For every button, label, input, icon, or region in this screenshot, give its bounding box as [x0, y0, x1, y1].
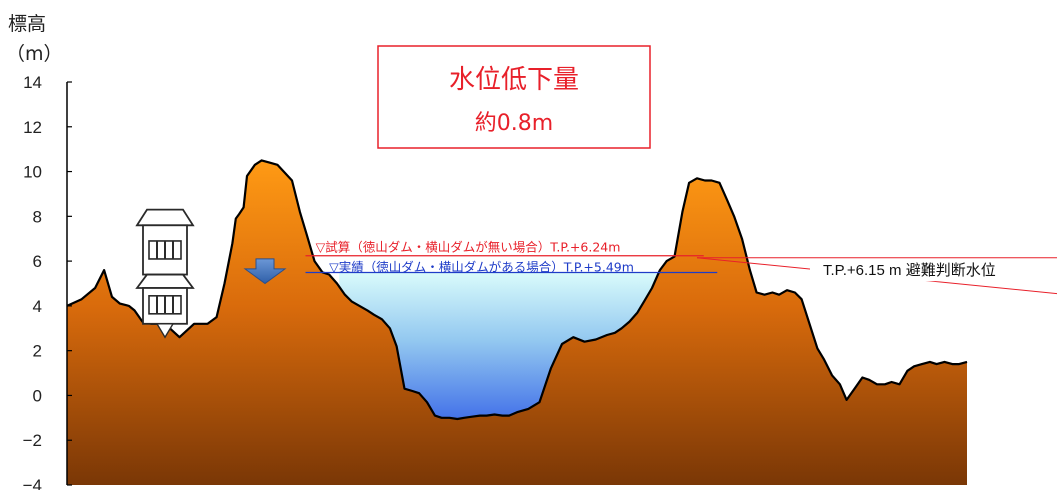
y-axis-unit: （m）: [6, 43, 63, 65]
callout-title: 水位低下量: [449, 65, 579, 95]
evacuation-label-bg: [810, 259, 1056, 282]
annotation-evacuation-level: T.P.+6.15 m 避難判断水位: [823, 262, 996, 279]
callout-value: 約0.8m: [475, 111, 553, 136]
y-tick-label: 4: [33, 297, 42, 316]
y-tick-label: −2: [23, 431, 42, 450]
terrain-outline: [66, 159, 968, 421]
annotation-actual-level: ▽実績（徳山ダム・横山ダムがある場合）T.P.+5.49m: [329, 260, 634, 275]
y-tick-label: 8: [33, 207, 42, 226]
y-tick-label: −4: [23, 476, 42, 490]
y-tick-label: 0: [33, 386, 42, 405]
water-level-lines: [305, 255, 1057, 295]
house-roof-lower: [135, 273, 195, 289]
annotation-simulated-level: ▽試算（徳山ダム・横山ダムが無い場合）T.P.+6.24m: [316, 240, 621, 255]
house-roof-upper: [135, 208, 195, 227]
y-tick-label: 12: [23, 118, 42, 137]
ground-layer: [66, 159, 968, 485]
house-base: [155, 323, 175, 339]
y-axis: 14 12 10 8 6 4 2 0 −2 −4: [23, 73, 72, 490]
y-tick-label: 14: [23, 73, 42, 92]
y-tick-label: 10: [23, 163, 42, 182]
house-icon: [135, 208, 195, 339]
y-tick-label: 6: [33, 252, 42, 271]
y-axis-label: 標高: [8, 13, 46, 35]
down-arrow-icon: [243, 258, 287, 285]
y-tick-label: 2: [33, 342, 42, 361]
callout-box: 水位低下量 約0.8m: [377, 45, 651, 149]
